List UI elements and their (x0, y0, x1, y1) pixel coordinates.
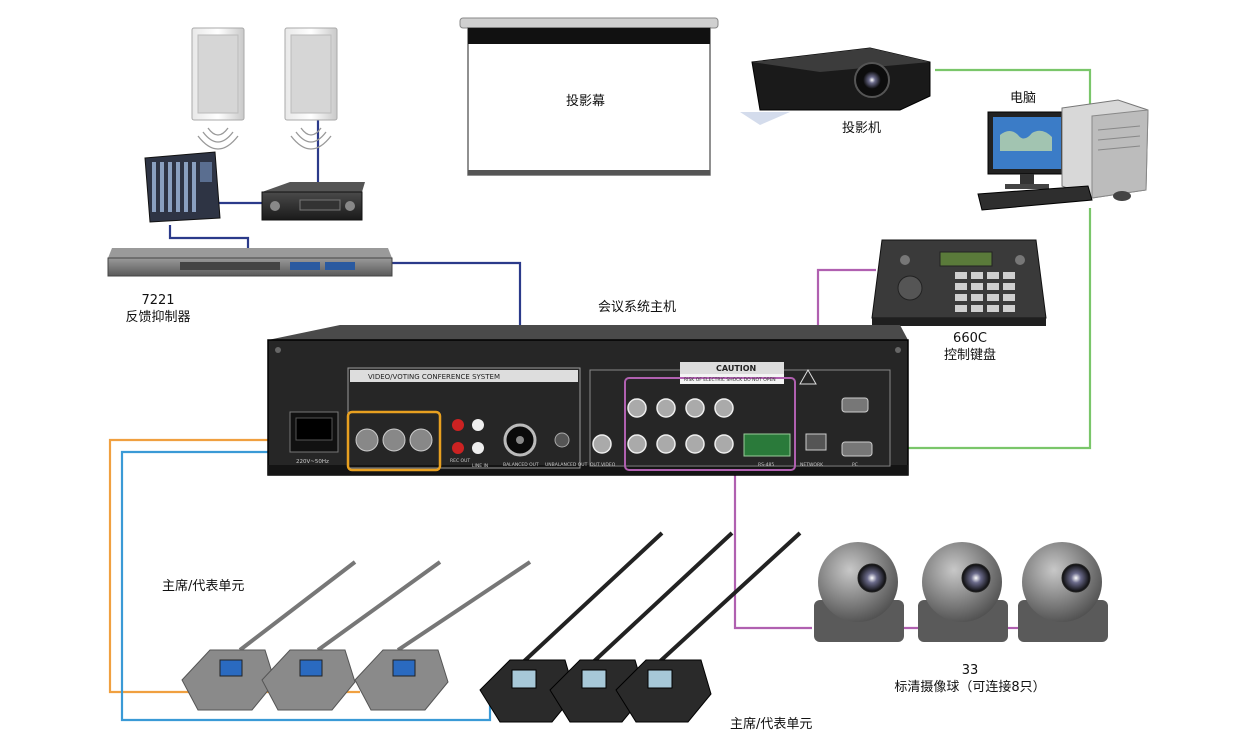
microphone-unit-icon (181, 560, 357, 711)
ptz-camera-icon (814, 542, 904, 642)
panel-caution: CAUTION (716, 364, 756, 373)
green-cable-pc-host (855, 208, 1092, 450)
mixer-icon (144, 151, 221, 223)
diagram-title: 会议系统主机 (598, 300, 677, 315)
microphone-unit-icon (615, 531, 802, 723)
panel-line-in: LINE IN (472, 463, 488, 469)
navy-cable-mixer-rack (168, 225, 250, 250)
control-keyboard-icon (871, 239, 1047, 326)
computer-label: 电脑 (1010, 91, 1037, 106)
panel-network: NETWORK (800, 462, 824, 468)
feedback-model: 7221 (141, 293, 175, 308)
feedback-suppressor-label: 7221 反馈抑制器 (118, 292, 198, 326)
computer-icon (977, 99, 1149, 211)
amplifier-icon (261, 182, 365, 221)
projector-icon (740, 47, 931, 125)
panel-rec-out: REC OUT (450, 458, 470, 464)
speaker-icon (191, 27, 245, 150)
panel-pc: PC (852, 462, 858, 468)
screen-label: 投影幕 (566, 94, 606, 109)
microphone-unit-icon (261, 560, 442, 711)
panel-caution-sub: RISK OF ELECTRIC SHOCK DO NOT OPEN (684, 377, 776, 383)
panel-unbal-out: UNBALANCED OUT (545, 462, 588, 468)
panel-text: VIDEO/VOTING CONFERENCE SYSTEM CAUTION R… (296, 364, 858, 469)
feedback-name: 反馈抑制器 (125, 310, 191, 325)
green-cable-projector (935, 68, 1092, 108)
projector-label: 投影机 (842, 121, 882, 136)
units-right-label: 主席/代表单元 (730, 717, 813, 732)
microphone-unit-icon (479, 531, 664, 723)
panel-rs485: RS-485 (758, 462, 774, 468)
keyboard-label: 660C 控制键盘 (930, 330, 1010, 364)
keyboard-name: 控制键盘 (943, 348, 996, 363)
speaker-icon (284, 27, 338, 150)
projection-screen-icon (459, 17, 719, 176)
panel-mic-out: BALANCED OUT (503, 462, 539, 468)
camera-model: 33 (961, 663, 979, 678)
camera-label: 33 标清摄像球（可连接8只） (880, 662, 1060, 696)
ptz-camera-icon (918, 542, 1008, 642)
camera-name: 标清摄像球（可连接8只） (894, 680, 1046, 695)
units-left-label: 主席/代表单元 (162, 579, 245, 594)
ptz-camera-icon (1018, 542, 1108, 642)
microphone-unit-icon (354, 560, 532, 711)
keyboard-model: 660C (953, 331, 987, 346)
microphone-unit-icon (549, 531, 734, 723)
purple-cable-cameras (733, 470, 812, 630)
panel-system-name: VIDEO/VOTING CONFERENCE SYSTEM (368, 373, 500, 381)
feedback-suppressor-icon (107, 248, 393, 277)
panel-out-video: OUT VIDEO (590, 462, 616, 468)
conference-host-icon (267, 325, 909, 476)
panel-power: 220V~50Hz (296, 459, 329, 465)
